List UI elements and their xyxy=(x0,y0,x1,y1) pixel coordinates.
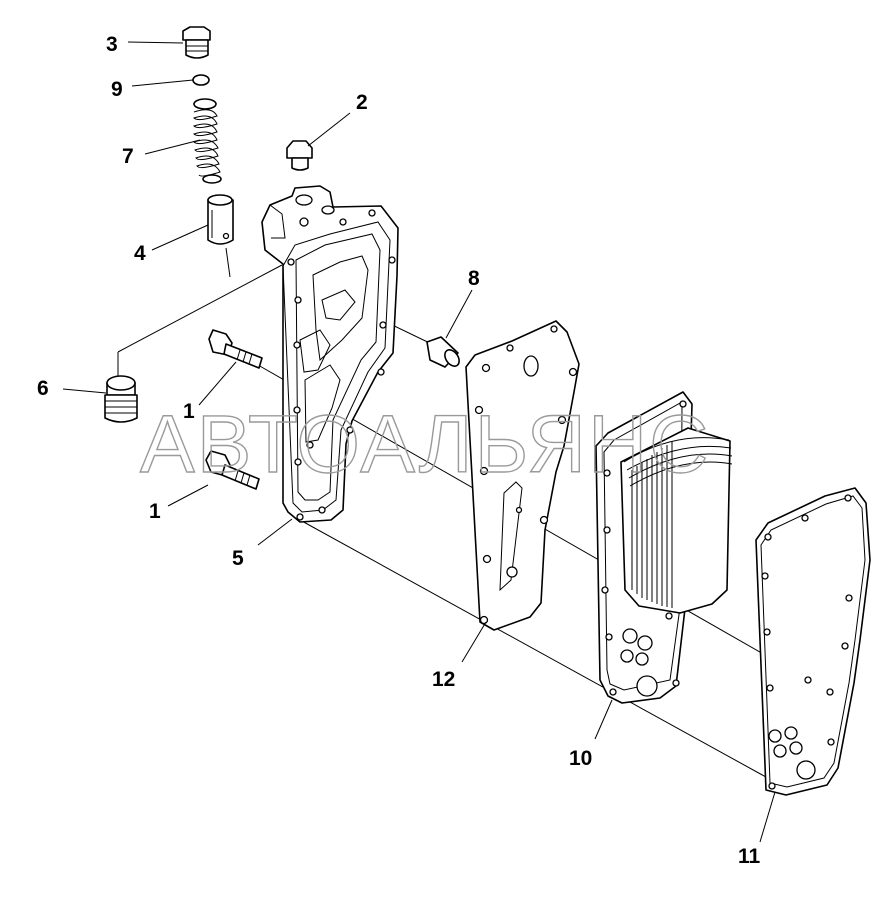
callouts: 3 9 7 4 2 8 6 1 1 5 12 10 11 xyxy=(37,33,761,868)
callout-4: 4 xyxy=(134,242,146,265)
part-4-piston xyxy=(207,194,234,245)
callout-10: 10 xyxy=(569,747,592,770)
callout-7: 7 xyxy=(122,145,134,168)
part-12-gasket xyxy=(465,320,580,631)
callout-8: 8 xyxy=(468,267,480,290)
part-5-housing xyxy=(261,185,399,523)
part-1-bolt-lower xyxy=(205,450,260,490)
callout-6: 6 xyxy=(37,377,49,400)
part-1-bolt-upper xyxy=(208,329,263,369)
callout-1-upper: 1 xyxy=(183,400,195,423)
callout-11: 11 xyxy=(738,845,761,868)
callout-5: 5 xyxy=(232,547,244,570)
leader-lines xyxy=(62,41,776,843)
part-8-fitting xyxy=(426,336,460,368)
callout-3: 3 xyxy=(106,33,118,56)
part-6-plug xyxy=(104,375,138,423)
callout-2: 2 xyxy=(356,91,368,114)
part-10-oil-cooler xyxy=(595,391,733,704)
callout-12: 12 xyxy=(432,668,455,691)
callout-1-lower: 1 xyxy=(149,500,161,523)
part-11-gasket xyxy=(755,487,871,796)
part-9-o-ring xyxy=(192,74,210,86)
callout-9: 9 xyxy=(111,78,123,101)
watermark-text: АВТОАЛЬЯНС xyxy=(140,399,710,490)
part-7-spring xyxy=(193,98,222,184)
part-2-plug xyxy=(286,140,313,171)
part-3-plug xyxy=(182,26,211,59)
